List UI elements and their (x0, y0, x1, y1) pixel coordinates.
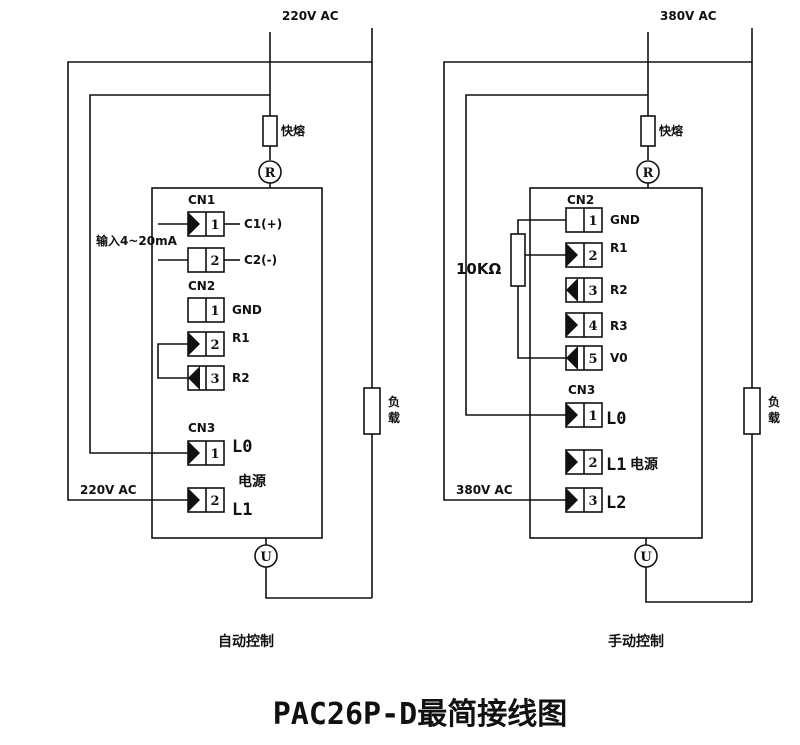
left-module (151, 187, 323, 539)
left-input-label: 输入4~20mA (96, 233, 178, 248)
svg-text:1: 1 (588, 214, 597, 229)
left-load-return-wire (265, 567, 372, 599)
left-l0-wire (89, 94, 270, 454)
right-cn2-pin1-label: GND (610, 213, 640, 227)
svg-text:5: 5 (588, 352, 597, 367)
right-fuse (640, 115, 656, 147)
left-cn3-pin1-label: L0 (232, 437, 252, 457)
svg-text:2: 2 (588, 249, 597, 264)
right-diagram: 380V AC 快熔 R CN2 1 GND 2 R1 3 R2 4 (443, 9, 780, 650)
left-r1-r2-jumper (157, 343, 188, 379)
svg-text:4: 4 (588, 319, 597, 334)
right-cn2-pin2-label: R1 (610, 241, 628, 255)
right-terminal-r-label: R (643, 166, 654, 181)
svg-text:2: 2 (210, 494, 219, 509)
right-cn3-pin3-label: L2 (606, 493, 626, 513)
svg-text:1: 1 (210, 304, 219, 319)
left-cn1-pin2-label: C2(-) (244, 253, 277, 267)
left-diagram: 220V AC 快熔 R CN1 1 C1(+) 输入4~20mA 2 C (67, 9, 400, 650)
right-fuse-label: 快熔 (659, 123, 684, 138)
right-power-label: 电源 (630, 456, 658, 473)
left-cn2-pin1-label: GND (232, 303, 262, 317)
left-cn2-pin3-label: R2 (232, 371, 250, 385)
right-cn2-label: CN2 (567, 193, 594, 207)
left-supply-side-label: 220V AC (80, 483, 137, 497)
right-cn3-label: CN3 (568, 383, 595, 397)
left-load-label: 负载 (388, 394, 400, 425)
right-cn3-pin2-label: L1 (606, 455, 626, 475)
right-supply-top-label: 380V AC (660, 9, 717, 23)
right-load (743, 387, 761, 435)
right-l0-wire (465, 94, 648, 416)
right-load-return-wire (645, 567, 752, 603)
right-module (529, 187, 703, 539)
right-cn2-pin3-label: R2 (610, 283, 628, 297)
svg-text:1: 1 (588, 409, 597, 424)
svg-text:2: 2 (210, 338, 219, 353)
svg-text:1: 1 (210, 218, 219, 233)
left-cn1-pin1-arrow (188, 212, 200, 236)
left-l1-wire (67, 61, 372, 501)
right-supply-side-label: 380V AC (456, 483, 513, 497)
svg-text:2: 2 (588, 456, 597, 471)
left-cn2-label: CN2 (188, 279, 215, 293)
left-cn3-label: CN3 (188, 421, 215, 435)
left-cn1-label: CN1 (188, 193, 215, 207)
diagram-title: PAC26P-D最简接线图 (273, 697, 568, 732)
right-cn3-pin1-label: L0 (606, 409, 626, 429)
right-l2-wire (443, 61, 752, 501)
right-terminal-u-label: U (640, 550, 652, 565)
left-power-label: 电源 (238, 473, 266, 490)
left-cn1-pin1-label: C1(+) (244, 217, 282, 231)
left-caption: 自动控制 (218, 633, 274, 650)
right-caption: 手动控制 (608, 633, 664, 650)
right-pot-label: 10KΩ (456, 260, 501, 278)
svg-text:3: 3 (588, 284, 597, 299)
left-fuse (262, 115, 278, 147)
svg-text:3: 3 (210, 372, 219, 387)
svg-text:1: 1 (210, 447, 219, 462)
right-cn2-pin4-label: R3 (610, 319, 628, 333)
right-cn2-pin5-label: V0 (610, 351, 628, 365)
left-load (363, 387, 381, 435)
right-pot-bottom-wire (517, 286, 566, 359)
left-cn3-pin2-label: L1 (232, 500, 252, 520)
svg-text:2: 2 (210, 254, 219, 269)
right-potentiometer (510, 233, 526, 287)
left-supply-top-label: 220V AC (282, 9, 339, 23)
left-cn2-pin2-label: R1 (232, 331, 250, 345)
right-load-label: 负载 (768, 394, 780, 425)
right-pot-top-wire (517, 219, 566, 234)
left-terminal-r-label: R (265, 166, 276, 181)
left-terminal-u-label: U (260, 550, 272, 565)
svg-text:3: 3 (588, 494, 597, 509)
left-fuse-label: 快熔 (281, 123, 306, 138)
